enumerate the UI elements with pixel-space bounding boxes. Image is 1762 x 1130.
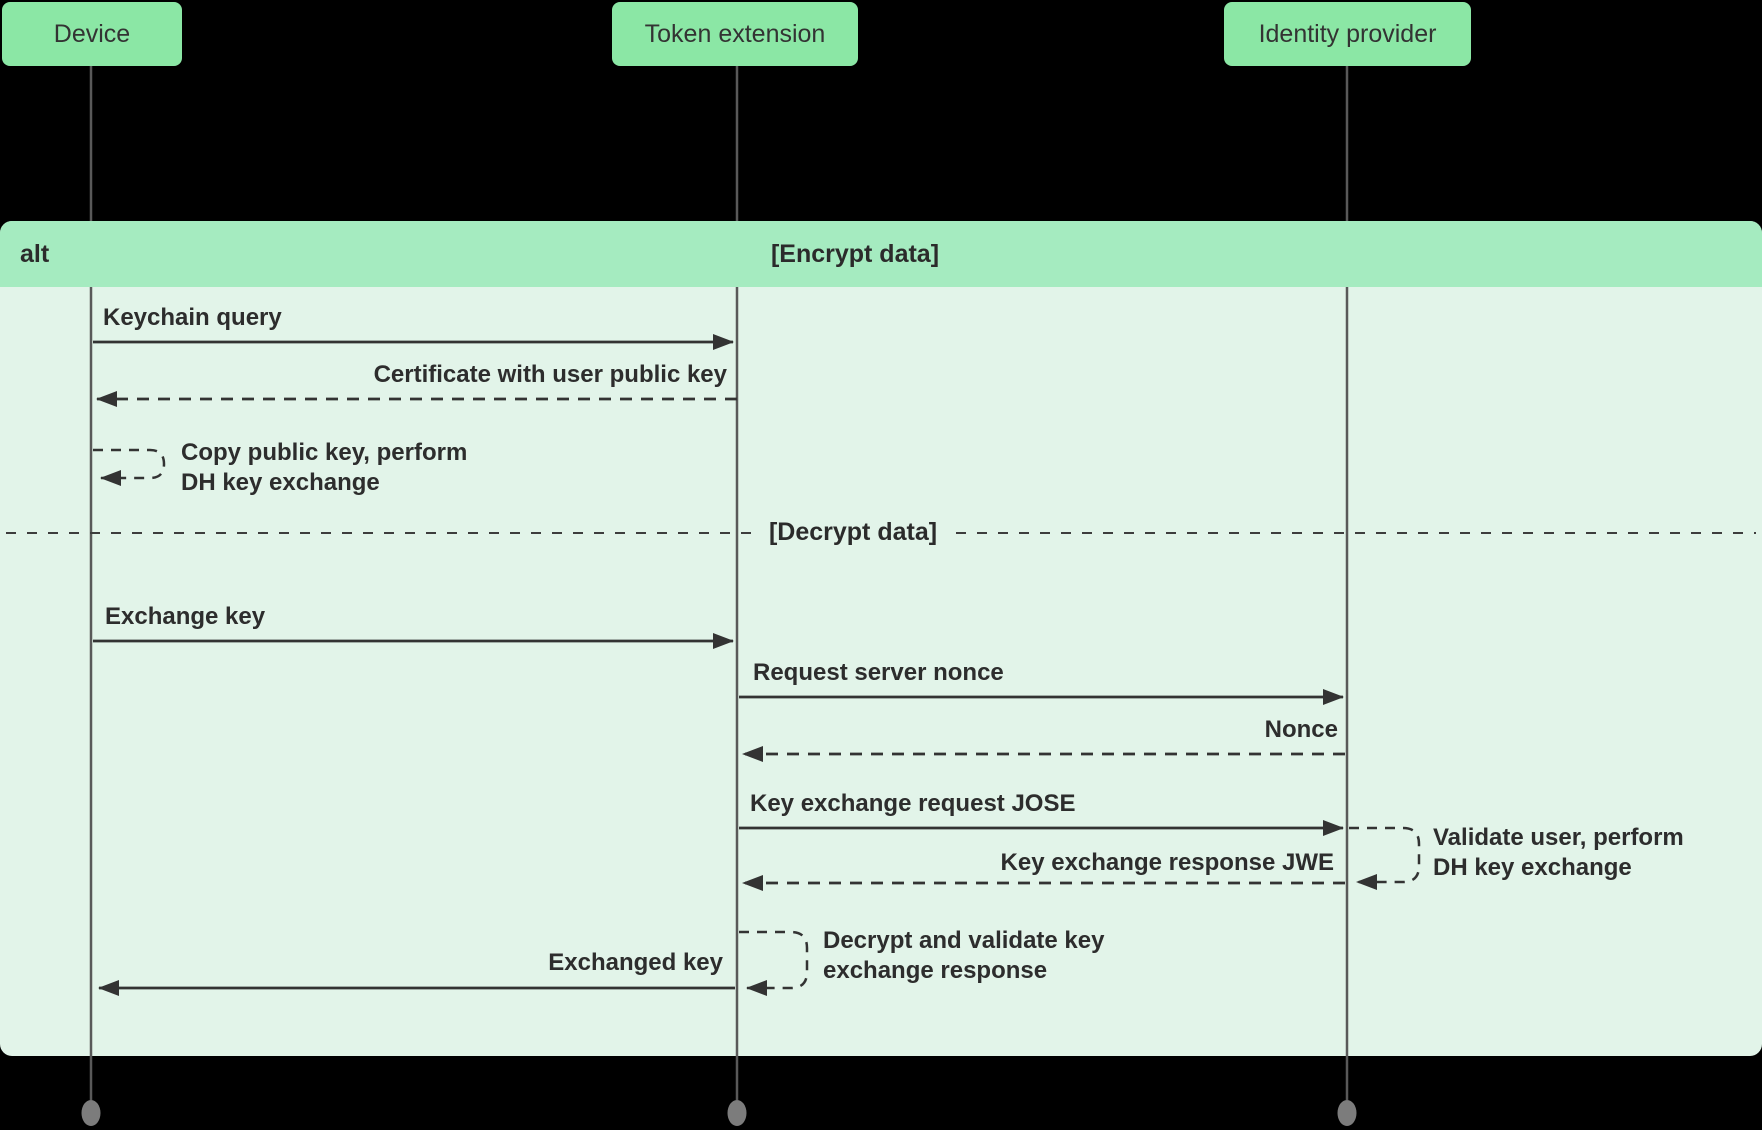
participant-device-label: Device <box>53 19 131 48</box>
participant-identity-provider: Identity provider <box>1224 2 1471 66</box>
message-label-keychain-query: Keychain query <box>103 304 282 331</box>
message-label-certificate-with-user-public-key: Certificate with user public key <box>373 361 727 388</box>
participant-device: Device <box>2 2 182 66</box>
message-label-exchanged-key: Exchanged key <box>548 949 723 976</box>
participant-token-extension-label: Token extension <box>644 19 826 48</box>
message-label-key-exchange-request-jose: Key exchange request JOSE <box>750 790 1076 817</box>
message-label-key-exchange-response-jwe: Key exchange response JWE <box>1000 849 1334 876</box>
lifeline-end-dot-device <box>81 1100 101 1126</box>
message-label-copy-public-key: Copy public key, perform DH key exchange <box>181 439 468 496</box>
alt-frame-body <box>0 221 1762 1056</box>
message-label-decrypt-validate: Decrypt and validate key exchange respon… <box>823 927 1105 984</box>
participant-token-extension: Token extension <box>612 2 858 66</box>
alt-section-encrypt-label: [Encrypt data] <box>770 240 940 268</box>
message-label-nonce: Nonce <box>1264 716 1338 743</box>
message-label-exchange-key: Exchange key <box>105 603 266 630</box>
lifeline-end-dot-token-extension <box>727 1100 747 1126</box>
message-label-request-server-nonce: Request server nonce <box>753 659 1004 686</box>
participant-identity-provider-label: Identity provider <box>1258 19 1437 48</box>
alt-operator-label: alt <box>20 240 50 268</box>
message-label-validate-user: Validate user, perform DH key exchange <box>1433 824 1684 881</box>
alt-section-decrypt-label: [Decrypt data] <box>756 518 950 547</box>
alt-frame-header: alt [Encrypt data] <box>0 221 1762 287</box>
lifeline-end-dot-identity-provider <box>1337 1100 1357 1126</box>
